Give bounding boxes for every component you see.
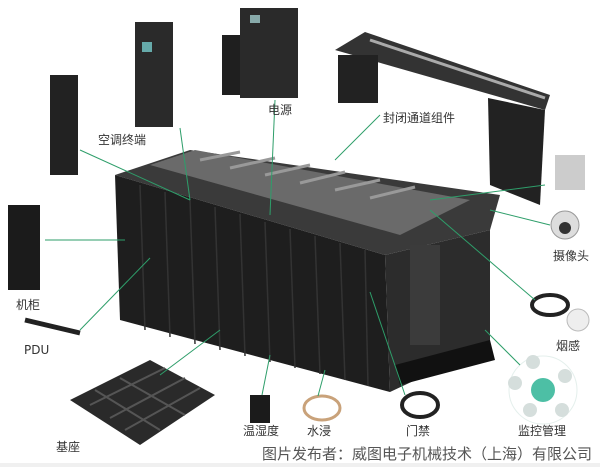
sensor-strip-image: [555, 155, 585, 190]
label-aisle: 封闭通道组件: [383, 111, 456, 125]
water-sensor-image: [302, 394, 342, 422]
cable-image: [530, 293, 570, 317]
leader-lines: [45, 99, 551, 397]
door-access-image: [400, 391, 440, 419]
ac-unit-image: [135, 22, 173, 127]
aisle-containment-image: [335, 32, 550, 205]
rack-image: [8, 205, 40, 290]
label-base: 基座: [56, 440, 81, 454]
footer-bar: [0, 463, 600, 467]
power-ups-image: [222, 8, 298, 98]
label-door: 门禁: [406, 424, 431, 438]
temp-sensor-image: [250, 395, 270, 423]
label-camera: 摄像头: [553, 249, 590, 263]
label-power: 电源: [268, 103, 293, 117]
label-ac: 空调终端: [98, 133, 147, 147]
label-pdu: PDU: [24, 343, 50, 357]
label-smoke: 烟感: [556, 339, 581, 353]
pdu-image: [24, 317, 81, 336]
main-container-image: [115, 150, 500, 392]
label-rack: 机柜: [16, 298, 41, 312]
label-monitor: 监控管理: [518, 424, 567, 438]
label-water: 水浸: [307, 424, 332, 438]
camera-lens-icon: [559, 222, 571, 234]
ac-display-icon: [142, 42, 152, 52]
ac-unit-small-image: [50, 75, 78, 175]
base-frame-image: [70, 360, 215, 445]
monitor-hub-image: [508, 355, 578, 425]
smoke-detector-image: [566, 308, 590, 332]
watermark: 图片发布者：威图电子机械技术（上海）有限公司: [262, 445, 593, 463]
label-temp: 温湿度: [243, 424, 280, 438]
